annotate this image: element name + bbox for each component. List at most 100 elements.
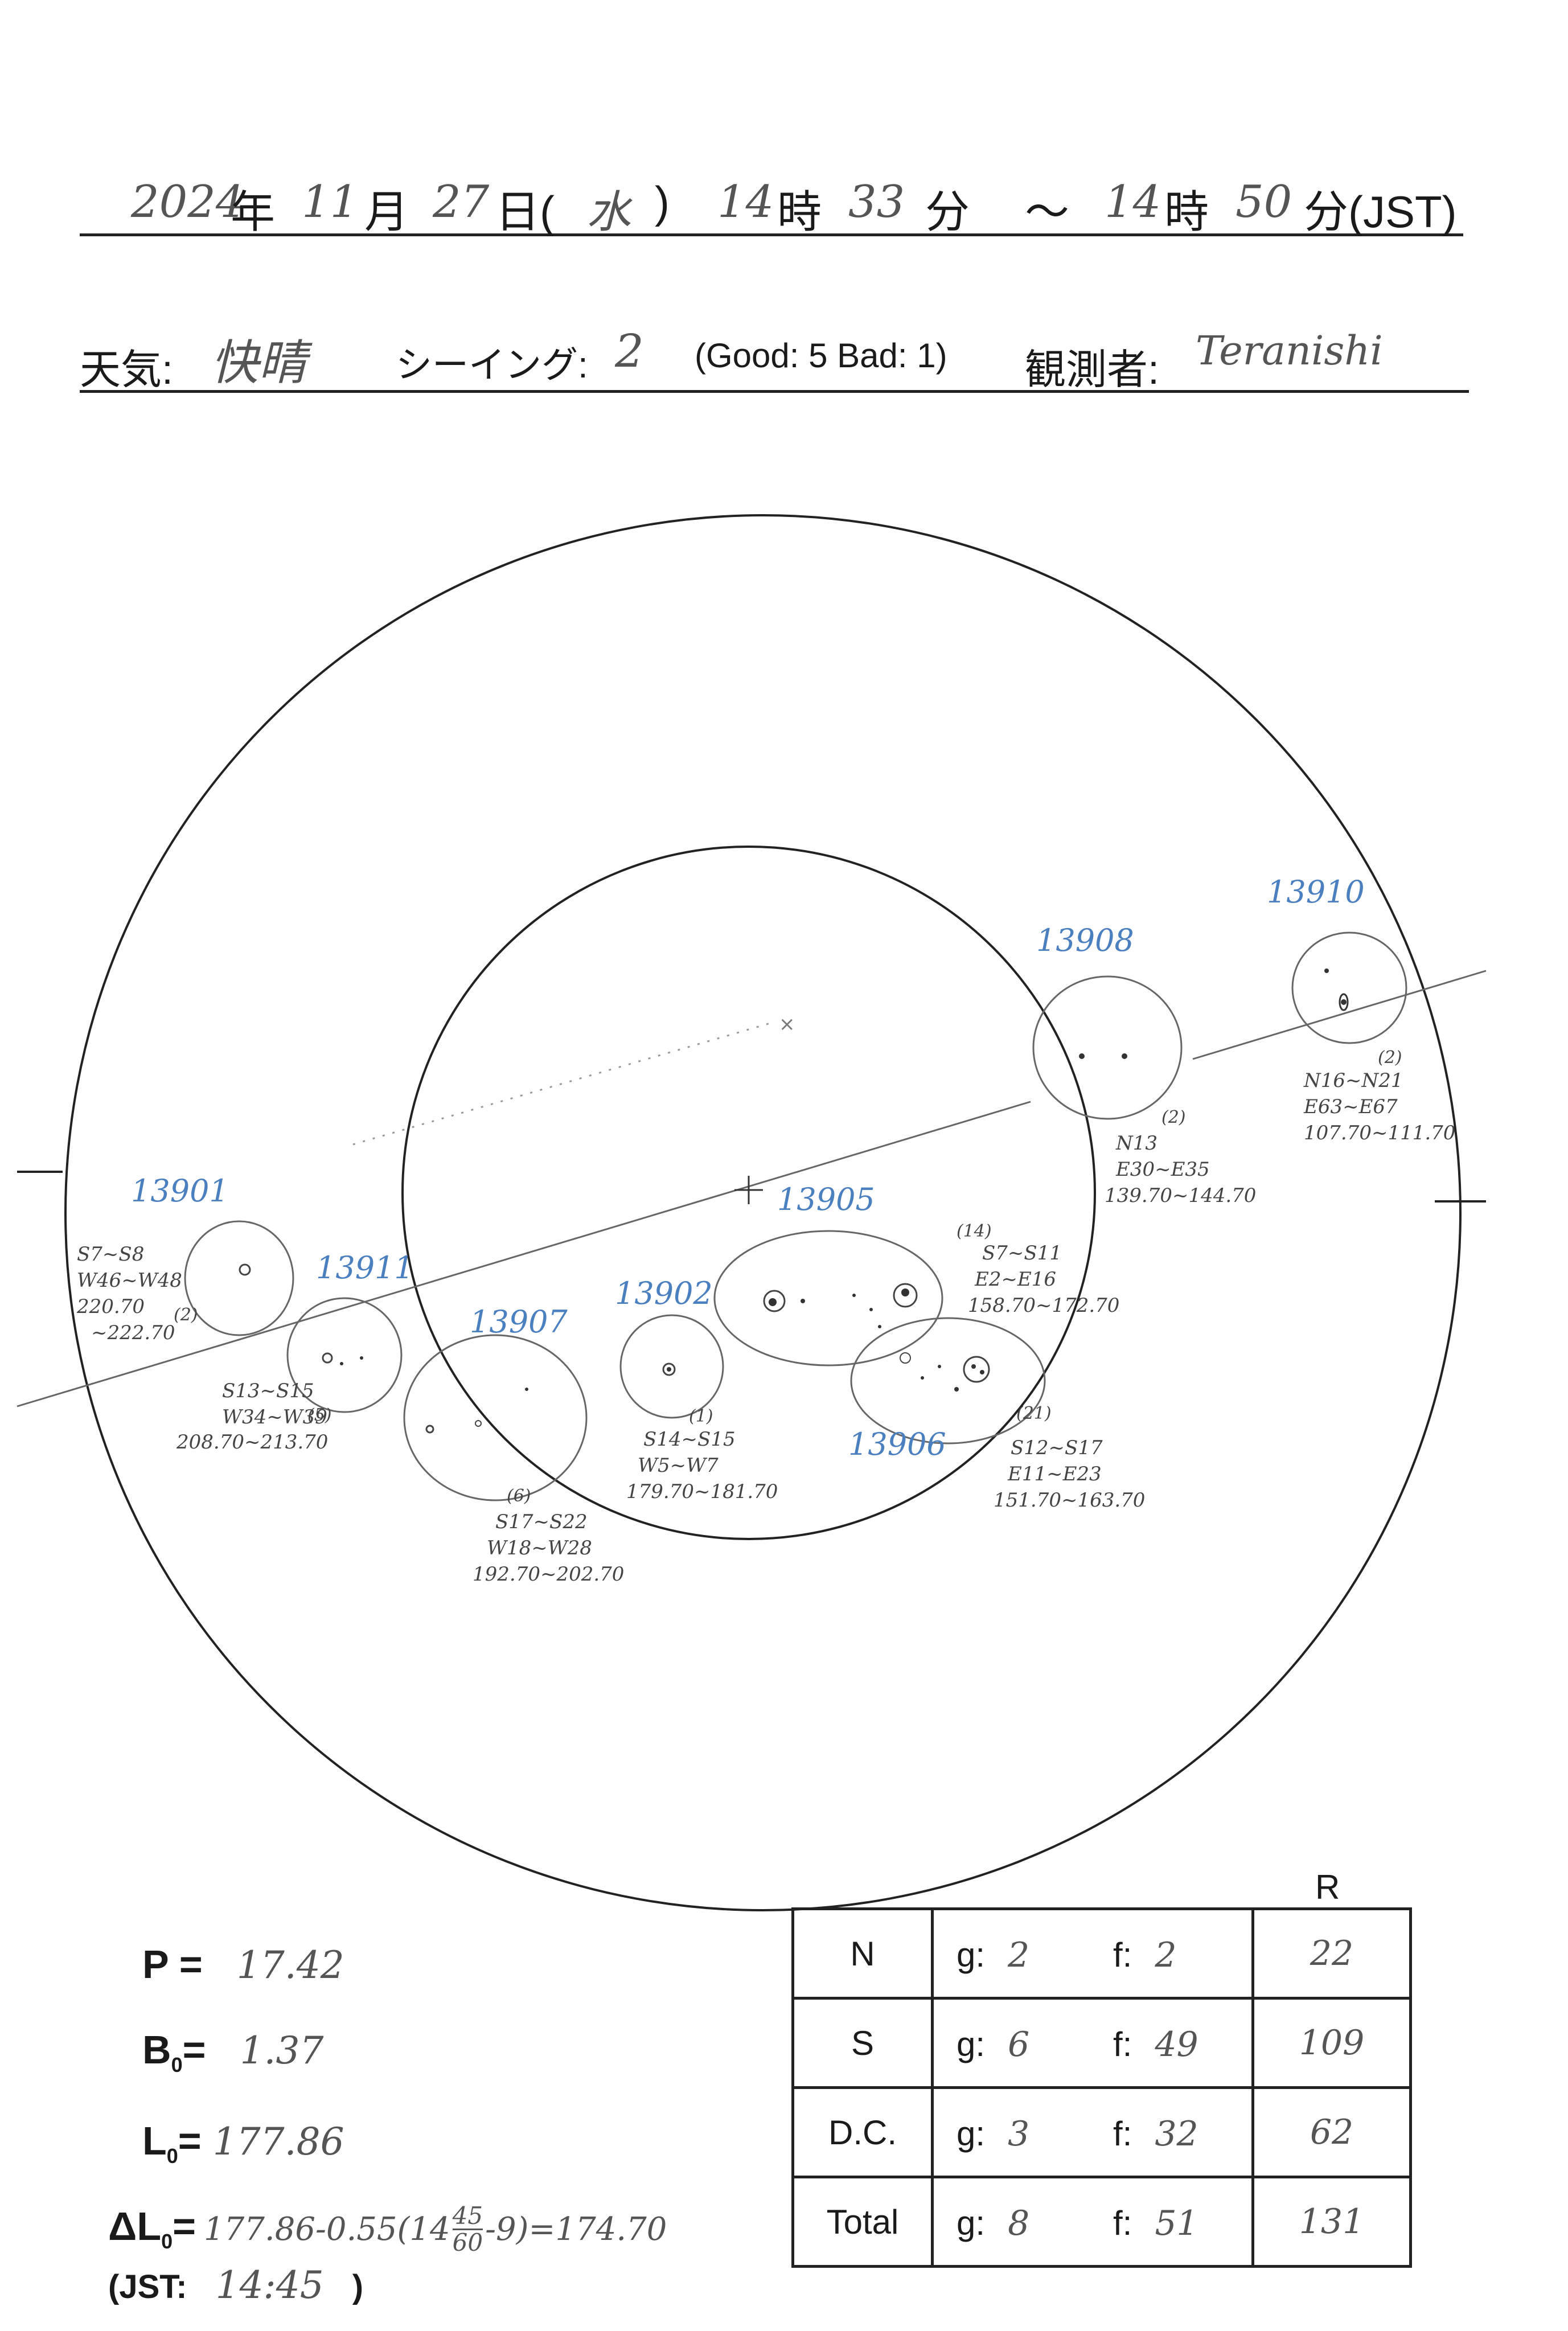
- param-jst: (JST: 14:45): [108, 2263, 363, 2307]
- region-13906-range: 151.70~163.70: [994, 1489, 1146, 1512]
- param-l0-value: 177.86: [212, 2120, 344, 2164]
- region-13910-count: (2): [1378, 1048, 1402, 1068]
- region-13907-label: 13907: [470, 1304, 568, 1340]
- region-13907-count: (6): [507, 1486, 531, 1506]
- region-13908-label: 13908: [1036, 922, 1134, 958]
- g-prefix: g:: [957, 2025, 986, 2063]
- group-13907-outline: [403, 1334, 588, 1501]
- region-13908-lat: N13: [1116, 1132, 1158, 1155]
- region-13907-details: S17~S22 W18~W28 192.70~202.70: [473, 1509, 624, 1587]
- region-13906-label: 13906: [848, 1426, 946, 1462]
- row-r-total: 131: [1251, 2176, 1412, 2268]
- row-gf-s: g: 6 f: 49: [931, 1997, 1254, 2089]
- region-13901-lon: W46~W48: [77, 1269, 182, 1292]
- param-l0: L0=177.86: [142, 2118, 344, 2168]
- n-g-value: 2: [1008, 1935, 1030, 1975]
- row-label-s: S: [791, 1997, 934, 2089]
- param-b0: B0=1.37: [142, 2027, 323, 2077]
- weekday-value: 水: [586, 187, 631, 238]
- region-13911-range: 208.70~213.70: [176, 1431, 329, 1454]
- observer-value: Teranishi: [1196, 327, 1383, 374]
- region-13905-label: 13905: [777, 1181, 875, 1217]
- month-unit: 月: [364, 187, 409, 237]
- region-13905-range: 158.70~172.70: [968, 1294, 1120, 1317]
- group-13911-outline: [286, 1297, 403, 1413]
- year-value: 2024: [131, 177, 244, 228]
- param-dl-formula-a: 177.86-0.55(14: [204, 2211, 450, 2248]
- group-13910-outline: [1291, 931, 1407, 1044]
- region-13902-label: 13902: [615, 1275, 713, 1311]
- g-prefix: g:: [957, 2115, 986, 2153]
- param-dl-frac-num: 45: [452, 2202, 483, 2231]
- region-13906-details: S12~S17 E11~E23 151.70~163.70: [994, 1435, 1145, 1513]
- f-prefix: f:: [1113, 1936, 1132, 1974]
- region-13902-details: S14~S15 W5~W7 179.70~181.70: [626, 1426, 778, 1505]
- region-13906-lon: E11~E23: [1008, 1463, 1102, 1485]
- param-b0-eq: =: [182, 2028, 206, 2072]
- param-dl-eq: =: [173, 2204, 196, 2248]
- conditions-line: 天気: 快晴 シーイング: 2 (Good: 5 Bad: 1) 観測者: Te…: [80, 325, 1469, 393]
- observer-label: 観測者:: [1025, 347, 1160, 393]
- region-13901-range: 220.70: [77, 1295, 145, 1318]
- hour-unit-2: 時: [1164, 187, 1209, 237]
- month-value: 11: [302, 177, 359, 228]
- param-p-label: P =: [142, 1942, 203, 1987]
- f-prefix: f:: [1113, 2025, 1132, 2063]
- region-13908-lon: E30~E35: [1116, 1158, 1210, 1181]
- row-gf-dc: g: 3 f: 32: [931, 2086, 1254, 2178]
- row-gf-total: g:8 f:51: [931, 2176, 1254, 2268]
- region-13911-label: 13911: [316, 1250, 414, 1286]
- start-minute: 33: [848, 177, 905, 228]
- region-13911-details: S13~S15 W34~W39: [222, 1378, 327, 1430]
- total-r-value: 131: [1299, 2202, 1365, 2242]
- region-13908-details: N13 E30~E35 139.70~144.70: [1105, 1130, 1256, 1209]
- dc-f-value: 32: [1155, 2114, 1198, 2154]
- table-r-header: R: [1315, 1868, 1340, 1906]
- table-row-s: S g: 6 f: 49 109: [791, 1997, 1412, 2089]
- row-r-s: 109: [1251, 1997, 1412, 2089]
- seeing-scale-note: (Good: 5 Bad: 1): [695, 336, 947, 375]
- s-f-value: 49: [1155, 2025, 1198, 2065]
- param-dl-frac-den: 60: [452, 2229, 483, 2257]
- region-13902-count: (1): [689, 1406, 713, 1426]
- s-g-value: 6: [1008, 2025, 1030, 2065]
- row-label-n: N: [791, 1907, 934, 2000]
- param-jst-value: 14:45: [215, 2263, 324, 2307]
- year-unit: 年: [231, 187, 276, 237]
- total-f-value: 51: [1155, 2203, 1198, 2243]
- param-p: P =17.42: [142, 1942, 344, 1987]
- param-jst-label: (JST:: [108, 2268, 187, 2305]
- param-jst-close: ): [352, 2268, 364, 2305]
- group-13908-outline: [1032, 975, 1183, 1120]
- region-13910-details: N16~N21 E63~E67 107.70~111.70: [1304, 1068, 1455, 1146]
- param-dl-sub: 0: [161, 2230, 173, 2253]
- region-13910-label: 13910: [1267, 874, 1365, 910]
- region-13910-lat: N16~N21: [1304, 1069, 1403, 1092]
- seeing-label: シーイング:: [396, 344, 588, 385]
- dotted-path: [352, 1021, 775, 1146]
- dc-g-value: 3: [1008, 2114, 1030, 2154]
- region-13901-details: S7~S8 W46~W48 220.70 ~222.70: [77, 1241, 182, 1346]
- param-b0-value: 1.37: [240, 2029, 324, 2073]
- region-13905-lat: S7~S11: [982, 1242, 1062, 1265]
- table-row-total: Total g:8 f:51 131: [791, 2176, 1412, 2268]
- day-unit: 日(: [495, 187, 555, 237]
- minute-unit: 分: [925, 187, 970, 237]
- row-gf-n: g:2 f:2: [931, 1907, 1254, 2000]
- row-label-dc: D.C.: [791, 2086, 934, 2178]
- f-prefix: f:: [1113, 2115, 1132, 2153]
- equator-line-left: [17, 1101, 1031, 1407]
- region-13911-count: (5): [307, 1405, 332, 1425]
- observation-time-line: 2024 年 11 月 27 日( 水 ) 14 時 33 分 ～ 14 時 5…: [80, 171, 1463, 238]
- region-13905-lon: E2~E16: [975, 1268, 1057, 1291]
- f-prefix: f:: [1113, 2204, 1132, 2242]
- row-label-total: Total: [791, 2176, 934, 2268]
- row-r-dc: 62: [1251, 2086, 1412, 2178]
- table-row-dc: D.C. g: 3 f: 32 62: [791, 2086, 1412, 2178]
- region-13910-range: 107.70~111.70: [1304, 1122, 1456, 1144]
- region-13902-lat: S14~S15: [643, 1428, 736, 1451]
- region-13906-lat: S12~S17: [1011, 1437, 1103, 1459]
- region-13908-count: (2): [1161, 1107, 1186, 1127]
